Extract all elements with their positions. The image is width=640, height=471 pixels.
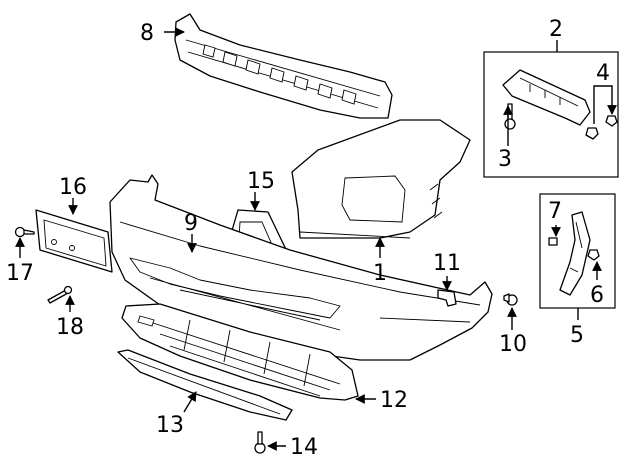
lower-trim-part: [117, 349, 293, 421]
callout-17: 17: [6, 261, 34, 286]
callout-5: 5: [570, 323, 584, 348]
callout-14: 14: [290, 435, 318, 460]
callout-13: 13: [156, 413, 184, 438]
guide-bracket-part: [559, 211, 591, 296]
callout-4: 4: [596, 61, 610, 86]
rivet-part-18: [47, 285, 73, 304]
leader-13: [183, 391, 197, 413]
callout-12: 12: [380, 388, 408, 413]
clip-part-11: [437, 289, 457, 307]
bolt-part-14: [254, 431, 266, 454]
screw-part-17: [14, 226, 35, 238]
nut-parts-4: [585, 115, 618, 140]
bolt-part-3: [504, 103, 516, 130]
bumper-cover-part: [109, 174, 493, 361]
callout-11: 11: [433, 251, 461, 276]
callout-1: 1: [373, 261, 387, 286]
nut-part-6: [587, 249, 600, 261]
leader-4: [593, 85, 612, 124]
license-plate-bracket-part: [35, 209, 113, 273]
callout-2: 2: [549, 17, 563, 42]
callout-8: 8: [140, 21, 154, 46]
callout-16: 16: [59, 175, 87, 200]
callout-6: 6: [590, 283, 604, 308]
callout-9: 9: [184, 211, 198, 236]
callout-3: 3: [498, 147, 512, 172]
lower-grille-part: [121, 303, 359, 401]
callout-15: 15: [247, 169, 275, 194]
bolt-part-10: [503, 293, 518, 306]
clip-part-7: [548, 237, 558, 246]
callout-10: 10: [499, 332, 527, 357]
energy-absorber-part: [174, 13, 393, 119]
bracket-part: [502, 69, 591, 126]
side-bezel-part: [291, 119, 471, 239]
callout-18: 18: [56, 315, 84, 340]
callout-7: 7: [548, 199, 562, 224]
